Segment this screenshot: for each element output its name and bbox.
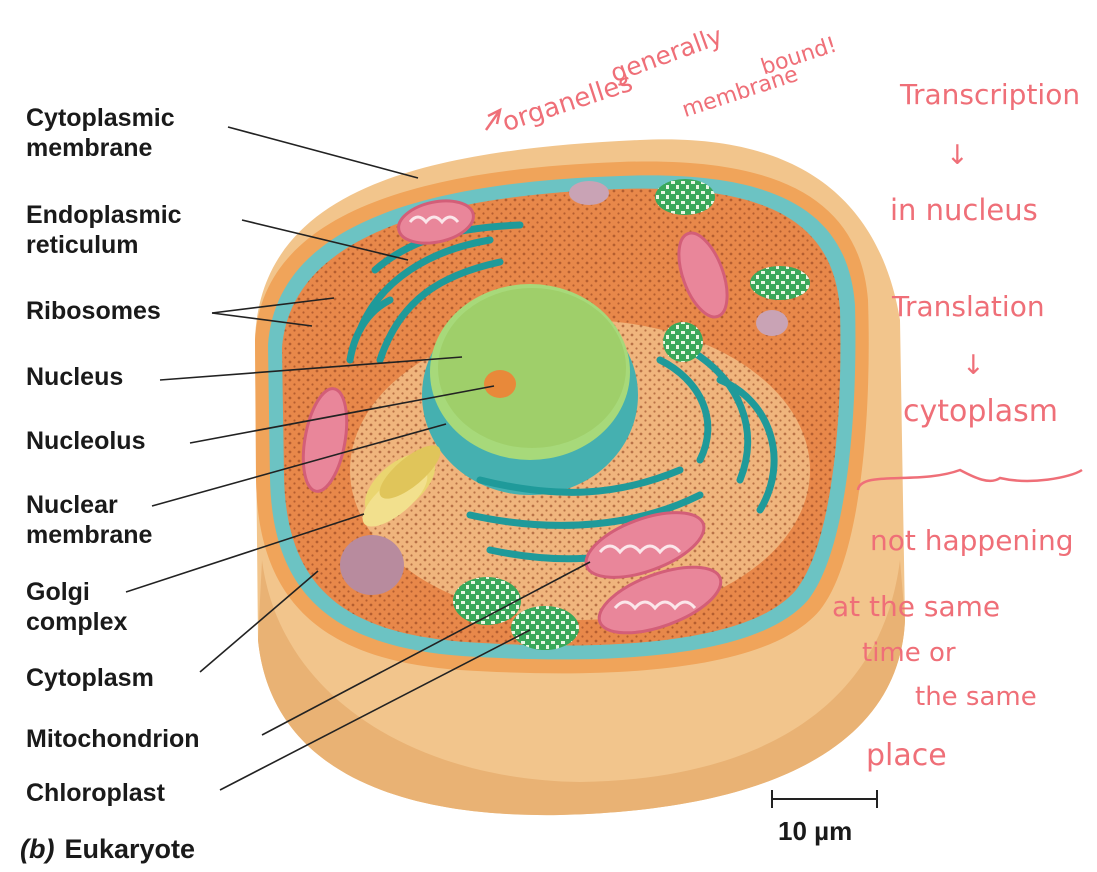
label-cytoplasmic-membrane: Cytoplasmic membrane	[26, 103, 175, 163]
nucleolus-shape	[484, 370, 516, 398]
label-nucleus: Nucleus	[26, 362, 123, 392]
note-the-same: the same	[915, 682, 1037, 712]
label-endoplasmic-reticulum: Endoplasmic reticulum	[26, 200, 182, 260]
vesicle-shape	[569, 181, 609, 205]
note-time-or: time or	[862, 638, 956, 668]
caption-prefix: (b)	[20, 834, 54, 864]
note-transcription: Transcription	[900, 78, 1080, 111]
label-golgi-complex: Golgi complex	[26, 577, 127, 637]
note-at-the-same: at the same	[832, 590, 1000, 623]
label-mitochondrion: Mitochondrion	[26, 724, 200, 754]
note-place: place	[866, 738, 947, 773]
vesicle-shape	[756, 310, 788, 336]
label-cytoplasm: Cytoplasm	[26, 663, 154, 693]
scale-bar-label: 10 µm	[778, 816, 852, 847]
note-arrow-1: ↓	[946, 140, 969, 171]
label-nucleolus: Nucleolus	[26, 426, 145, 456]
note-in-nucleus: in nucleus	[890, 193, 1038, 227]
nucleus-shape	[422, 284, 638, 495]
note-cytoplasm: cytoplasm	[903, 394, 1058, 429]
note-arrow-2: ↓	[962, 350, 985, 381]
figure-caption: (b) Eukaryote	[20, 834, 195, 865]
label-chloroplast: Chloroplast	[26, 778, 165, 808]
note-translation: Translation	[892, 290, 1045, 323]
scale-bar	[772, 790, 877, 808]
label-nuclear-membrane: Nuclear membrane	[26, 490, 152, 550]
label-ribosomes: Ribosomes	[26, 296, 161, 326]
note-not-happening: not happening	[870, 524, 1073, 557]
caption-title: Eukaryote	[64, 834, 195, 864]
vesicle-shape	[340, 535, 404, 595]
